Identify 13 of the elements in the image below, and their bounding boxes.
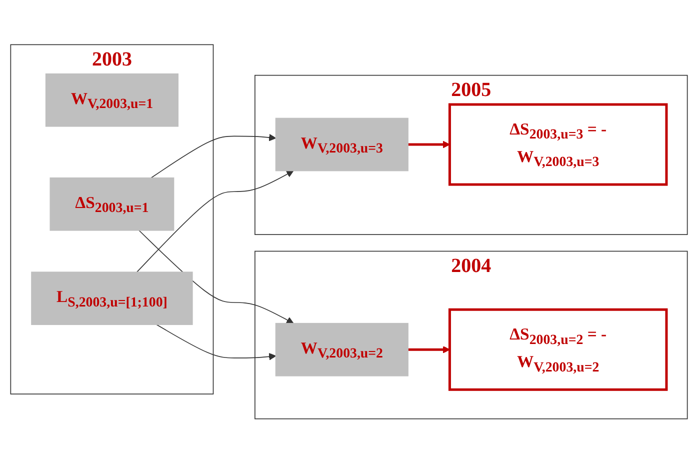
- node-box: W$_{V,2003,u=1}$: [45, 73, 178, 127]
- arrow: [156, 324, 276, 360]
- node-box: ΔS$_{2003,u=3}$ = -W$_{V,2003,u=3}$: [448, 103, 668, 186]
- arrow: [138, 230, 294, 324]
- node-box: W$_{V,2003,u=3}$: [275, 118, 408, 171]
- arrow: [408, 140, 450, 148]
- node-box: L$_{S,2003,u=[1;100]}$: [31, 271, 193, 325]
- arrow: [408, 346, 450, 354]
- arrow: [136, 170, 294, 272]
- node-box: ΔS$_{2003,u=1}$: [50, 177, 174, 231]
- node-box: W$_{V,2003,u=2}$: [275, 322, 408, 376]
- arrow: [150, 134, 276, 178]
- node-box: ΔS$_{2003,u=2}$ = -W$_{V,2003,u=2}$: [448, 308, 668, 391]
